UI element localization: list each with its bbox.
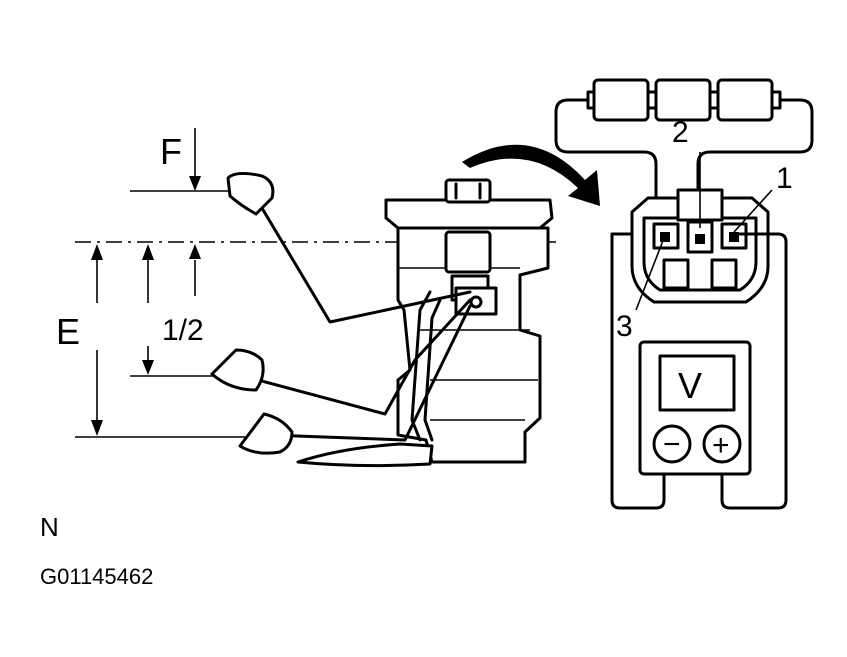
figure-code: G01145462 (40, 564, 153, 589)
label-half: 1/2 (162, 314, 204, 347)
meter-plus-icon: + (712, 429, 730, 462)
sender-connector (630, 152, 773, 311)
float-empty (238, 412, 294, 455)
curved-arrow (462, 144, 600, 206)
half-arrow (142, 244, 154, 375)
label-terminal-2: 2 (672, 116, 689, 149)
meter-v-label: V (678, 365, 702, 406)
label-terminal-1: 1 (776, 162, 793, 195)
label-f: F (160, 131, 182, 172)
battery (554, 78, 814, 222)
floats (210, 171, 294, 455)
fuel-pump-assembly (384, 178, 554, 464)
voltmeter (610, 232, 788, 510)
view-letter: N (40, 512, 59, 542)
label-e: E (56, 311, 80, 352)
float-arms (241, 186, 472, 442)
label-terminal-3: 3 (616, 310, 633, 343)
fuel-strainer (296, 442, 434, 468)
e-arrow (91, 244, 103, 436)
float-full (226, 171, 275, 216)
meter-minus-icon: − (663, 428, 681, 461)
float-half (210, 348, 265, 392)
f-arrow (189, 128, 201, 296)
